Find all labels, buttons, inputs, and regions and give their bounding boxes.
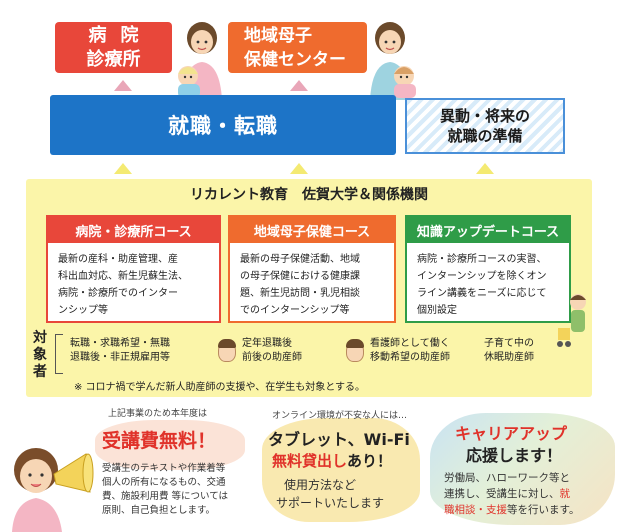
target-item: 看護師として働く 移動希望の助産師 <box>370 337 450 365</box>
nurse-avatar-icon <box>346 339 364 362</box>
target-item: 転職・求職希望・無職 退職後・非正規雇用等 <box>70 337 170 365</box>
course-title: 知識アップデートコース <box>407 217 569 243</box>
free-line: 受講生のテキストや作業着等 <box>102 463 226 474</box>
transfer-prep-box: 異動・将来の 就職の準備 <box>405 98 565 154</box>
course-title: 病院・診療所コース <box>48 217 219 243</box>
support-line: 使用方法など <box>284 478 357 492</box>
target-line: 子育て中の <box>484 338 534 349</box>
target-note: ※ コロナ禍で学んだ新人助産師の支援や、在学生も対象とする。 <box>74 382 365 393</box>
free-caption: 上記事業のため本年度は <box>108 409 208 419</box>
course-line: 最新の産科・助産管理、産 <box>58 254 178 265</box>
arrow-up-icon <box>290 163 308 174</box>
support-headline: 応援します！ <box>466 446 563 465</box>
target-bracket <box>55 334 63 374</box>
center-line2: 保健センター <box>244 50 346 70</box>
arrow-up-icon <box>476 163 494 174</box>
career-red: 職相談・支援 <box>444 504 507 516</box>
hospital-line2: 診療所 <box>86 49 141 70</box>
pink-brush-bg <box>95 420 245 470</box>
free-line: 原則、自己負担とします。 <box>102 505 216 516</box>
target-line: 休眠助産師 <box>484 352 534 363</box>
free-tuition-headline: 受講費無料！ <box>102 430 217 452</box>
knowledge-update-course-card: 知識アップデートコース 病院・診療所コースの実習、 インターンシップを除くオン … <box>405 215 571 323</box>
target-item: 定年退職後 前後の助産師 <box>242 337 302 365</box>
hospital-course-card: 病院・診療所コース 最新の産科・助産管理、産 科出血対応、新生児蘇生法、 病院・… <box>46 215 221 323</box>
target-item: 子育て中の 休眠助産師 <box>484 337 534 365</box>
midwife-avatar-icon <box>218 339 236 362</box>
arrow-up-icon <box>290 80 308 91</box>
career-up-headline: キャリアアップ <box>455 424 568 443</box>
career-red: 就 <box>559 488 571 500</box>
target-label: 対象者 <box>33 330 47 380</box>
career-line: 等を行います。 <box>507 504 580 516</box>
transfer-line2: 就職の準備 <box>447 127 523 145</box>
career-line: 連携し、受講生に対し、 <box>444 488 560 500</box>
online-caption: オンライン環境が不安な人には… <box>272 411 408 421</box>
course-line: 個別設定 <box>417 305 457 316</box>
course-line: 病院・診療所でのインター <box>58 288 178 299</box>
target-line: 退職後・非正規雇用等 <box>70 352 170 363</box>
course-line: の母子保健における健康課 <box>240 271 360 282</box>
free-line: 個人の所有になるもの、交通 <box>102 477 226 488</box>
target-line: 前後の助産師 <box>242 352 302 363</box>
course-line: ンシップ等 <box>58 305 108 316</box>
hospital-line1: 病院 <box>88 25 153 46</box>
center-line1: 地域母子 <box>244 26 312 46</box>
pastel-brush-bg <box>430 413 615 525</box>
course-line: インターンシップを除くオン <box>417 271 547 282</box>
course-line: 病院・診療所コースの実習、 <box>417 254 547 265</box>
panel-title: リカレント教育 佐賀大学＆関係機関 <box>190 187 428 203</box>
transfer-line1: 異動・将来の <box>439 107 530 125</box>
job-change-label: 就職・転職 <box>168 114 278 138</box>
maternal-center-box: 地域母子 保健センター <box>228 22 367 73</box>
course-line: 題、新生児訪問・乳児相談 <box>240 288 360 299</box>
target-line: 移動希望の助産師 <box>370 352 450 363</box>
course-line: 科出血対応、新生児蘇生法、 <box>58 271 188 282</box>
yellow-brush-bg <box>262 418 420 522</box>
maternal-health-course-card: 地域母子保健コース 最新の母子保健活動、地域 の母子保健における健康課 題、新生… <box>228 215 396 323</box>
job-change-box: 就職・転職 <box>50 95 396 155</box>
free-loan-text: 無料貸出し <box>272 452 348 470</box>
course-line: でのインターンシップ等 <box>240 305 350 316</box>
mother-baby-illustration <box>178 22 222 100</box>
free-line: 費、施設利用費 等については <box>102 491 229 502</box>
arrow-up-icon <box>114 80 132 91</box>
arrow-up-icon <box>114 163 132 174</box>
tablet-headline: タブレット、Wi-Fi <box>268 430 410 449</box>
mother-baby-illustration-2 <box>370 22 416 100</box>
support-line: サポートいたします <box>276 496 385 510</box>
target-line: 看護師として働く <box>370 338 450 349</box>
stroller-mother-illustration <box>557 294 586 347</box>
course-title: 地域母子保健コース <box>230 217 394 243</box>
course-line: ライン講義をニーズに応じて <box>417 288 547 299</box>
hospital-box: 病院 診療所 <box>55 22 172 73</box>
megaphone-girl-illustration <box>12 448 94 532</box>
available-text: あり！ <box>347 452 393 470</box>
target-line: 転職・求職希望・無職 <box>70 338 170 349</box>
career-line: 労働局、ハローワーク等と <box>444 472 570 484</box>
target-line: 定年退職後 <box>242 338 292 349</box>
course-line: 最新の母子保健活動、地域 <box>240 254 360 265</box>
